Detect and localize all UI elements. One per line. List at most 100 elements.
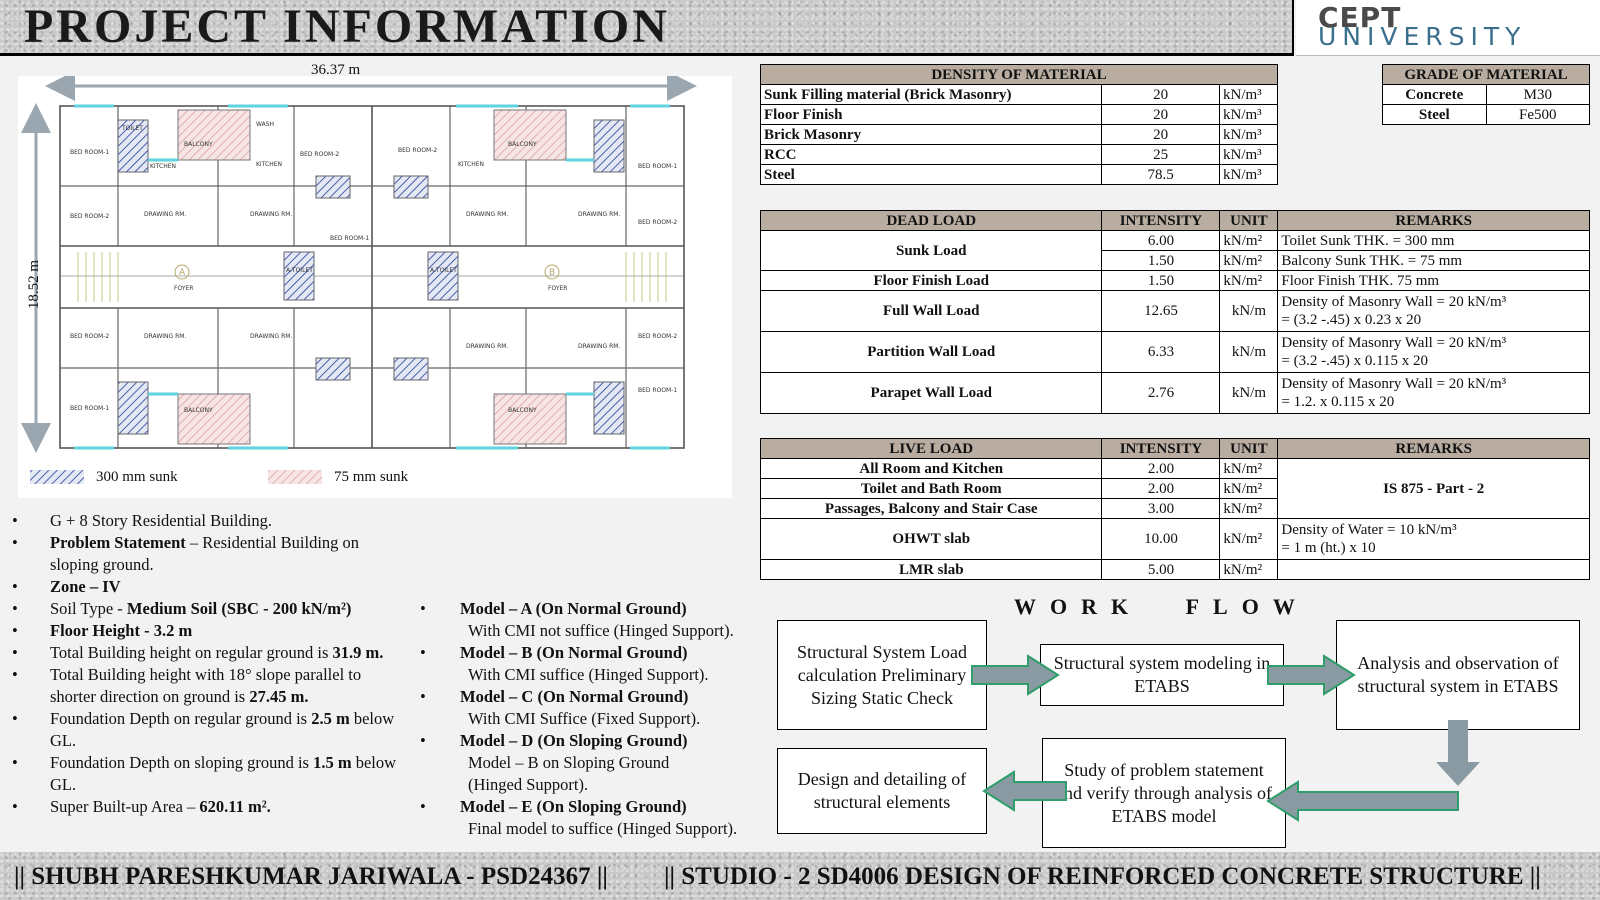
workflow-step-5: Design and detailing of structural eleme…: [777, 748, 987, 834]
column-header: REMARKS: [1277, 438, 1590, 459]
legend-swatch-300mm: [30, 470, 84, 484]
room-label: BED ROOM-2: [638, 219, 677, 226]
table-row: Floor Finish Load 1.50 kN/m² Floor Finis…: [759, 270, 1590, 291]
room-label: DRAWING RM.: [466, 343, 508, 350]
room-label: BED ROOM-2: [70, 333, 109, 340]
height-dimension-label: 18.52 m: [26, 259, 43, 310]
table-title: DENSITY OF MATERIAL: [760, 64, 1278, 85]
table-row: OHWT slab 10.00 kN/m² Density of Water =…: [759, 518, 1590, 560]
room-label: A.TOILET: [430, 267, 457, 274]
model-list: Model – A (On Normal Ground)With CMI not…: [420, 598, 770, 840]
room-label: BED ROOM-1: [638, 387, 677, 394]
logo-line-2: UNIVERSITY: [1318, 22, 1527, 51]
room-label: DRAWING RM.: [250, 333, 292, 340]
room-label: BED ROOM-2: [70, 213, 109, 220]
workflow-step-4: Study of problem statement and verify th…: [1042, 738, 1286, 848]
dead-load-table: DEAD LOAD INTENSITY UNIT REMARKS Sunk Lo…: [759, 210, 1590, 414]
room-label: DRAWING RM.: [578, 211, 620, 218]
room-label: BALCONY: [508, 407, 537, 414]
list-item: Zone – IV: [12, 576, 400, 598]
room-label: FOYER: [548, 285, 567, 292]
building-outline: [59, 105, 685, 449]
room-label: BALCONY: [184, 141, 213, 148]
list-item: Foundation Depth on sloping ground is 1.…: [12, 752, 400, 796]
table-row: Partition Wall Load 6.33 kN/m Density of…: [759, 331, 1590, 373]
room-labels: BED ROOM-1 BED ROOM-2 DRAWING RM. KITCHE…: [70, 121, 677, 414]
live-load-table: LIVE LOAD INTENSITY UNIT REMARKS All Roo…: [759, 438, 1590, 580]
table-row: Passages, Balcony and Stair Case 3.00 kN…: [759, 498, 1590, 519]
footer-author: || SHUBH PARESHKUMAR JARIWALA - PSD24367…: [14, 863, 608, 890]
room-label: BED ROOM-1: [70, 405, 109, 412]
header-bar: PROJECT INFORMATION: [0, 0, 1294, 56]
workflow-step-1: Structural System Load calculation Preli…: [777, 620, 987, 730]
legend-label-75mm: 75 mm sunk: [334, 469, 409, 485]
university-logo: CEPT UNIVERSITY: [1296, 0, 1600, 56]
page-title: PROJECT INFORMATION: [24, 0, 670, 53]
list-item: Model – A (On Normal Ground)With CMI not…: [420, 598, 770, 642]
staircase: [77, 252, 667, 302]
unit-markers: A B: [174, 264, 560, 280]
sunk-areas-300mm: [117, 119, 625, 435]
floor-plan-drawing: BED ROOM-1 BED ROOM-2 DRAWING RM. KITCHE…: [21, 76, 697, 484]
table-row: Parapet Wall Load 2.76 kN/m Density of M…: [759, 372, 1590, 414]
project-info-list: G + 8 Story Residential Building. Proble…: [12, 510, 400, 818]
footer-bar: || SHUBH PARESHKUMAR JARIWALA - PSD24367…: [0, 852, 1600, 900]
list-item: Model – D (On Sloping Ground)Model – B o…: [420, 730, 770, 796]
room-label: DRAWING RM.: [466, 211, 508, 218]
list-item: Model – E (On Sloping Ground)Final model…: [420, 796, 770, 840]
column-header: UNIT: [1219, 438, 1279, 459]
list-item: Super Built-up Area – 620.11 m².: [12, 796, 400, 818]
table-row: Sunk Load 6.00 kN/m² Toilet Sunk THK. = …: [759, 230, 1590, 271]
list-item: Model – C (On Normal Ground)With CMI Suf…: [420, 686, 770, 730]
room-label: BED ROOM-2: [398, 147, 437, 154]
workflow-step-2: Structural system modeling in ETABS: [1040, 644, 1284, 706]
arrow-left-icon: [1266, 780, 1459, 822]
list-item: Model – B (On Normal Ground)With CMI suf…: [420, 642, 770, 686]
list-item: Total Building height on regular ground …: [12, 642, 400, 664]
column-header: UNIT: [1219, 210, 1279, 231]
column-header: INTENSITY: [1101, 210, 1221, 231]
list-item: G + 8 Story Residential Building.: [12, 510, 400, 532]
room-label: DRAWING RM.: [578, 343, 620, 350]
svg-text:B: B: [549, 268, 555, 278]
legend-label-300mm: 300 mm sunk: [96, 469, 178, 485]
room-label: DRAWING RM.: [250, 211, 292, 218]
width-dimension-label: 36.37 m: [311, 62, 361, 78]
list-item: Foundation Depth on regular ground is 2.…: [12, 708, 400, 752]
windows: [74, 104, 670, 450]
table-title: GRADE OF MATERIAL: [1382, 64, 1590, 85]
room-label: BED ROOM-1: [70, 149, 109, 156]
room-label: KITCHEN: [150, 163, 176, 170]
room-label: DRAWING RM.: [144, 211, 186, 218]
column-header: REMARKS: [1277, 210, 1590, 231]
sunk-areas-75mm: [177, 109, 567, 445]
column-header: LIVE LOAD: [759, 438, 1103, 459]
floor-plan: BED ROOM-1 BED ROOM-2 DRAWING RM. KITCHE…: [18, 62, 732, 498]
logo-line-1: CEPT: [1318, 1, 1402, 34]
legend-swatch-75mm: [268, 470, 322, 484]
column-header: DEAD LOAD: [759, 210, 1103, 231]
list-item: Total Building height with 18° slope par…: [12, 664, 400, 708]
footer-course: || STUDIO - 2 SD4006 DESIGN OF REINFORCE…: [664, 863, 1541, 890]
room-label: BALCONY: [184, 407, 213, 414]
column-header: INTENSITY: [1101, 438, 1221, 459]
room-label: KITCHEN: [458, 161, 484, 168]
svg-text:A: A: [179, 268, 186, 278]
room-label: BALCONY: [508, 141, 537, 148]
room-label: BED ROOM-1: [330, 235, 369, 242]
workflow-step-3: Analysis and observation of structural s…: [1336, 620, 1580, 730]
list-item: Problem Statement – Residential Building…: [12, 532, 400, 576]
room-label: A.TOILET: [286, 267, 313, 274]
room-label: KITCHEN: [256, 161, 282, 168]
list-item: Floor Height - 3.2 m: [12, 620, 400, 642]
density-table: DENSITY OF MATERIAL Sunk Filling materia…: [759, 64, 1278, 185]
table-row: LMR slab 5.00 kN/m²: [759, 559, 1590, 580]
